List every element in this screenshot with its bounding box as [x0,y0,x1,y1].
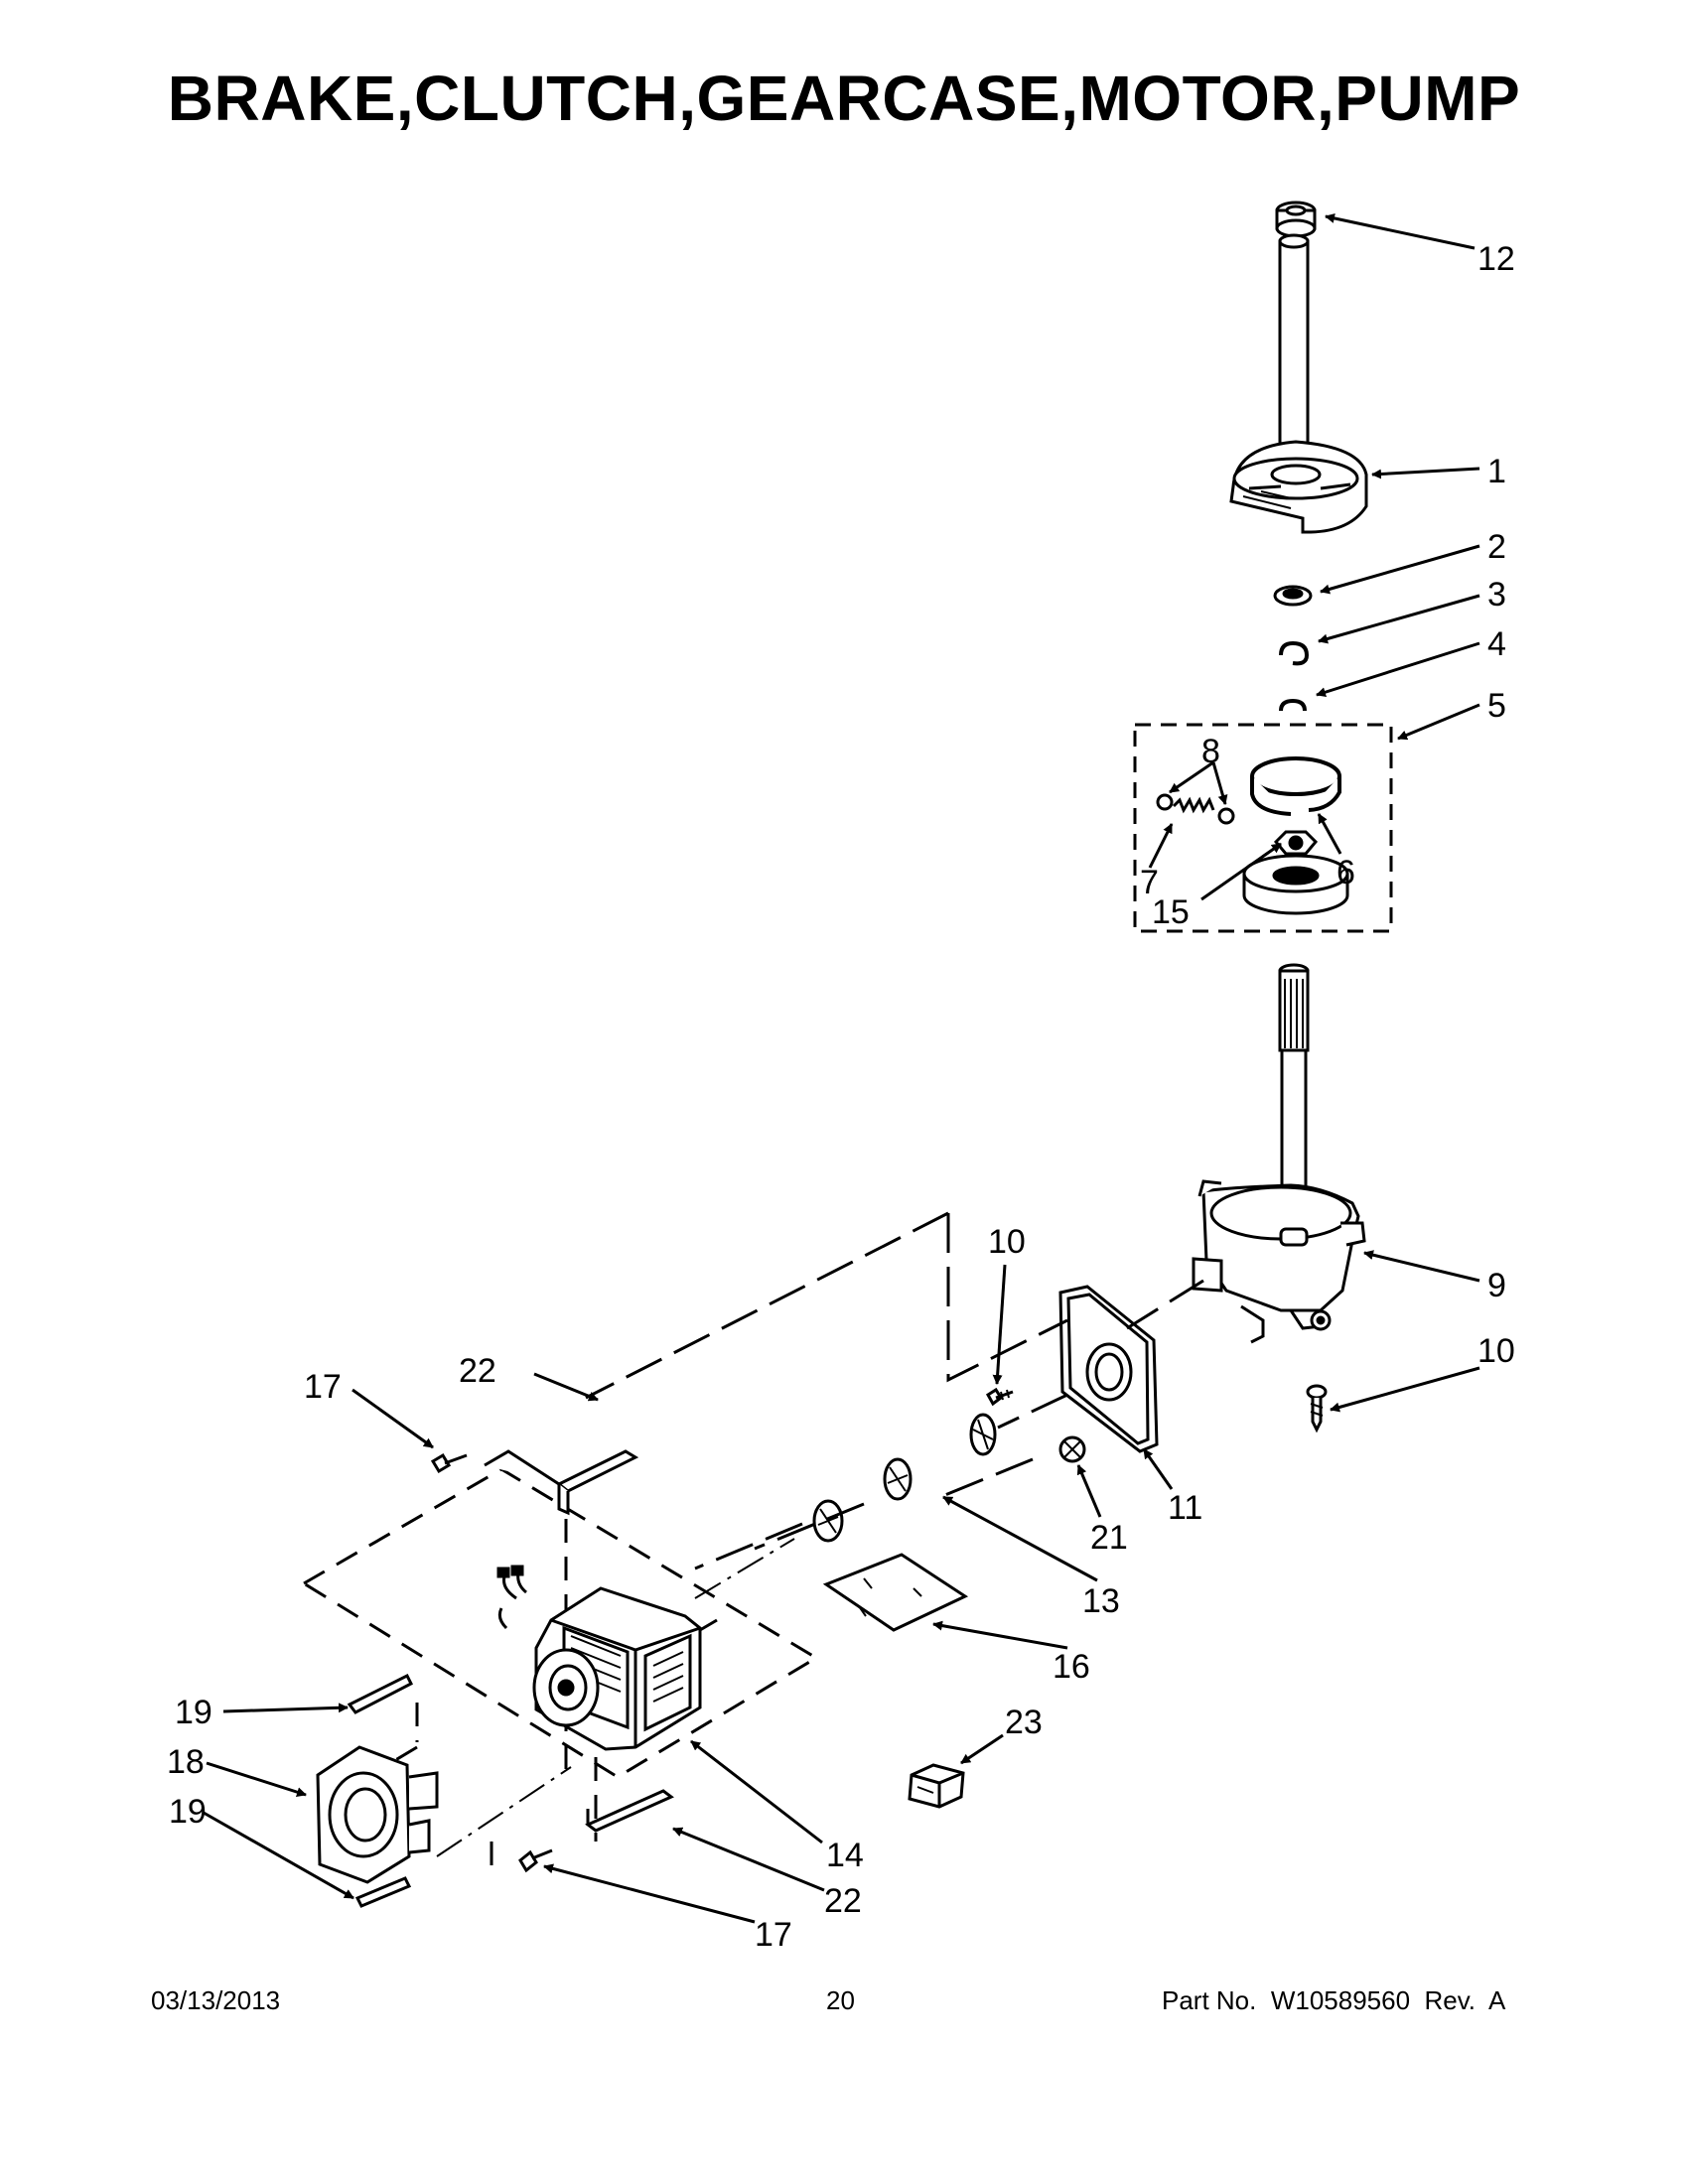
callout-label: 19 [175,1694,212,1731]
callout-label: 17 [304,1368,342,1406]
callout-label: 1 [1487,453,1506,490]
callout-label: 19 [169,1793,207,1831]
callout-label: 9 [1487,1267,1506,1304]
callout-label: 12 [1477,240,1515,278]
coupling-part-13 [812,1413,997,1543]
brake-housing-part-1 [1229,440,1368,534]
callout-label: 10 [988,1223,1026,1261]
clutch-hub-part-15 [1273,830,1319,856]
seal-part-12 [1275,201,1317,238]
assembly-lines [585,1211,1204,1570]
upper-shaft [1278,233,1310,474]
callout-label: 15 [1152,893,1190,931]
callout-label: 4 [1487,625,1506,663]
clutch-drum [1242,854,1349,915]
spring-part-7 [1156,793,1235,825]
pump-part-18 [316,1745,439,1884]
footer-part-number: Part No. W10589560 Rev. A [1162,1985,1506,2015]
callout-label: 18 [167,1743,205,1781]
callout-labels: 12 1 2 3 4 5 8 6 7 15 9 10 10 11 21 13 1… [167,240,1515,1954]
callout-label: 11 [1168,1489,1202,1527]
retaining-ring-part-4 [1279,698,1307,712]
pump-pulley-part-21 [1058,1435,1086,1463]
screw-part-10-left [985,1387,1014,1407]
callout-label: 7 [1140,864,1159,901]
callout-label: 17 [755,1916,792,1954]
pad-part-23 [908,1763,965,1809]
motor-shield-part-16 [822,1553,969,1632]
footer-date: 03/13/2013 [151,1985,281,2015]
callout-label: 13 [1082,1582,1120,1620]
callout-leaders [203,212,1480,1924]
callout-label: 2 [1487,528,1506,566]
callout-label: 10 [1477,1332,1515,1370]
callout-label: 6 [1336,854,1355,891]
clip-part-19-lower [354,1876,412,1908]
clutch-band-part-6 [1250,756,1341,816]
screw-part-10-right [1306,1384,1328,1433]
footer-page-number: 20 [826,1985,855,2015]
pump-plate-part-11 [1058,1285,1159,1453]
callout-label: 16 [1053,1648,1090,1686]
motor-clip-part-22-upper [484,1449,639,1516]
centerline [436,1538,795,1857]
gearcase-part-9 [1192,1179,1366,1344]
motor-clip-part-22-lower [585,1789,674,1833]
callout-label: 21 [1090,1519,1128,1557]
page-title: BRAKE,CLUTCH,GEARCASE,MOTOR,PUMP [167,63,1521,134]
callout-label: 8 [1201,733,1220,770]
callout-label: 5 [1487,687,1506,725]
motor-part-14 [496,1565,718,1751]
bearing-part-2 [1273,585,1313,607]
screw-part-17-upper [430,1452,468,1474]
callout-label: 22 [824,1882,862,1920]
callout-label: 23 [1005,1704,1043,1741]
screw-part-17-lower [518,1848,553,1873]
callout-label: 3 [1487,576,1506,614]
clip-part-19-upper [347,1673,414,1714]
callout-label: 22 [459,1352,496,1390]
callout-label: 14 [826,1837,864,1874]
washer-part-3 [1279,640,1310,666]
